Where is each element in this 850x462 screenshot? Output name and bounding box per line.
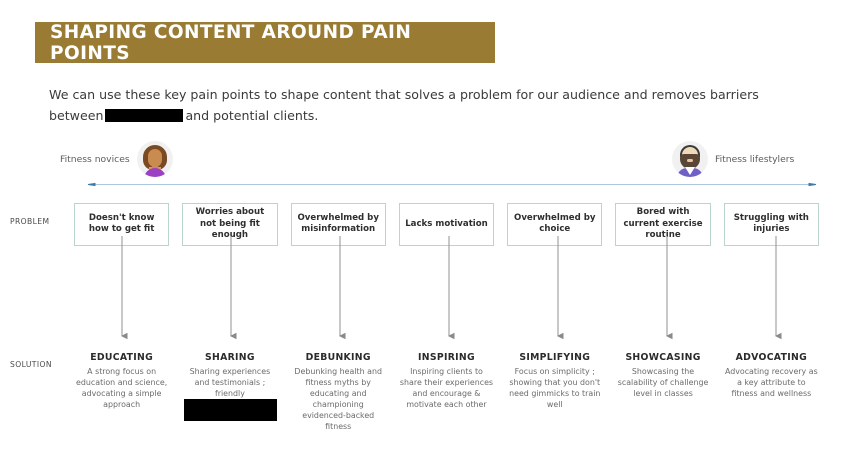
redacted-block-solution xyxy=(184,399,278,421)
solution-column: EDUCATING A strong focus on education an… xyxy=(74,352,169,432)
solution-column: SHARING Sharing experiences and testimon… xyxy=(182,352,278,432)
solution-column: SHOWCASING Showcasing the scalability of… xyxy=(615,352,710,432)
solution-description: Focus on simplicity ; showing that you d… xyxy=(509,367,601,409)
solution-description: Debunking health and fitness myths by ed… xyxy=(294,367,382,431)
redacted-block-inline xyxy=(105,109,184,122)
solution-column: ADVOCATING Advocating recovery as a key … xyxy=(724,352,819,432)
problem-box[interactable]: Struggling with injuries xyxy=(723,203,819,246)
slide-title-bar: SHAPING CONTENT AROUND PAIN POINTS xyxy=(35,21,495,64)
solution-description: Sharing experiences and testimonials ; xyxy=(189,367,271,387)
solution-title: EDUCATING xyxy=(90,352,154,363)
male-bearded-avatar-icon xyxy=(672,141,708,177)
solution-description-tail: friendly xyxy=(214,389,245,398)
problem-box[interactable]: Overwhelmed by choice xyxy=(507,203,603,246)
problem-box-row: Doesn't know how to get fit Worries abou… xyxy=(74,203,819,246)
solution-description: Showcasing the scalability of challenge … xyxy=(617,367,709,398)
solution-column: INSPIRING Inspiring clients to share the… xyxy=(399,352,494,432)
solution-column-row: EDUCATING A strong focus on education an… xyxy=(74,352,819,432)
intro-text-part2: and potential clients. xyxy=(185,108,319,123)
solution-description: A strong focus on education and science,… xyxy=(76,367,168,409)
solution-title: SHARING xyxy=(205,352,255,363)
solution-description: Advocating recovery as a key attribute t… xyxy=(724,367,818,398)
row-label-solution: SOLUTION xyxy=(10,360,52,369)
problem-box-label: Overwhelmed by misinformation xyxy=(297,212,379,235)
problem-box[interactable]: Overwhelmed by misinformation xyxy=(290,203,386,246)
double-headed-arrow-icon xyxy=(88,183,816,186)
solution-title: SHOWCASING xyxy=(625,352,701,363)
female-avatar-icon xyxy=(136,141,173,177)
persona-fitness-lifestylers: Fitness lifestylers xyxy=(672,141,794,177)
persona-fitness-novices: Fitness novices xyxy=(60,141,173,177)
problem-box-label: Lacks motivation xyxy=(405,218,488,229)
persona-label-left: Fitness novices xyxy=(60,153,130,165)
solution-title: INSPIRING xyxy=(418,352,475,363)
problem-box-label: Worries about not being fit enough xyxy=(195,207,265,240)
solution-description: Inspiring clients to share their experie… xyxy=(399,367,494,409)
persona-label-right: Fitness lifestylers xyxy=(715,153,795,165)
solution-title: DEBUNKING xyxy=(305,352,371,363)
problem-box[interactable]: Lacks motivation xyxy=(398,203,495,246)
solution-column: DEBUNKING Debunking health and fitness m… xyxy=(291,352,386,432)
intro-text-part1: We can use these key pain points to shap… xyxy=(49,87,759,123)
problem-box[interactable]: Worries about not being fit enough xyxy=(182,203,278,246)
problem-box[interactable]: Bored with current exercise routine xyxy=(615,203,711,246)
problem-box-label: Struggling with injuries xyxy=(733,212,809,235)
problem-box-label: Bored with current exercise routine xyxy=(623,207,703,240)
row-label-problem: PROBLEM xyxy=(10,217,50,226)
connector-arrows-group xyxy=(120,236,782,340)
page-title: SHAPING CONTENT AROUND PAIN POINTS xyxy=(50,21,412,64)
problem-box-label: Overwhelmed by choice xyxy=(514,212,596,235)
problem-box-label: Doesn't know how to get fit xyxy=(88,212,155,235)
intro-paragraph: We can use these key pain points to shap… xyxy=(49,84,809,126)
solution-title: SIMPLIFYING xyxy=(519,352,591,363)
solution-column: SIMPLIFYING Focus on simplicity ; showin… xyxy=(507,352,602,432)
solution-title: ADVOCATING xyxy=(735,352,807,363)
